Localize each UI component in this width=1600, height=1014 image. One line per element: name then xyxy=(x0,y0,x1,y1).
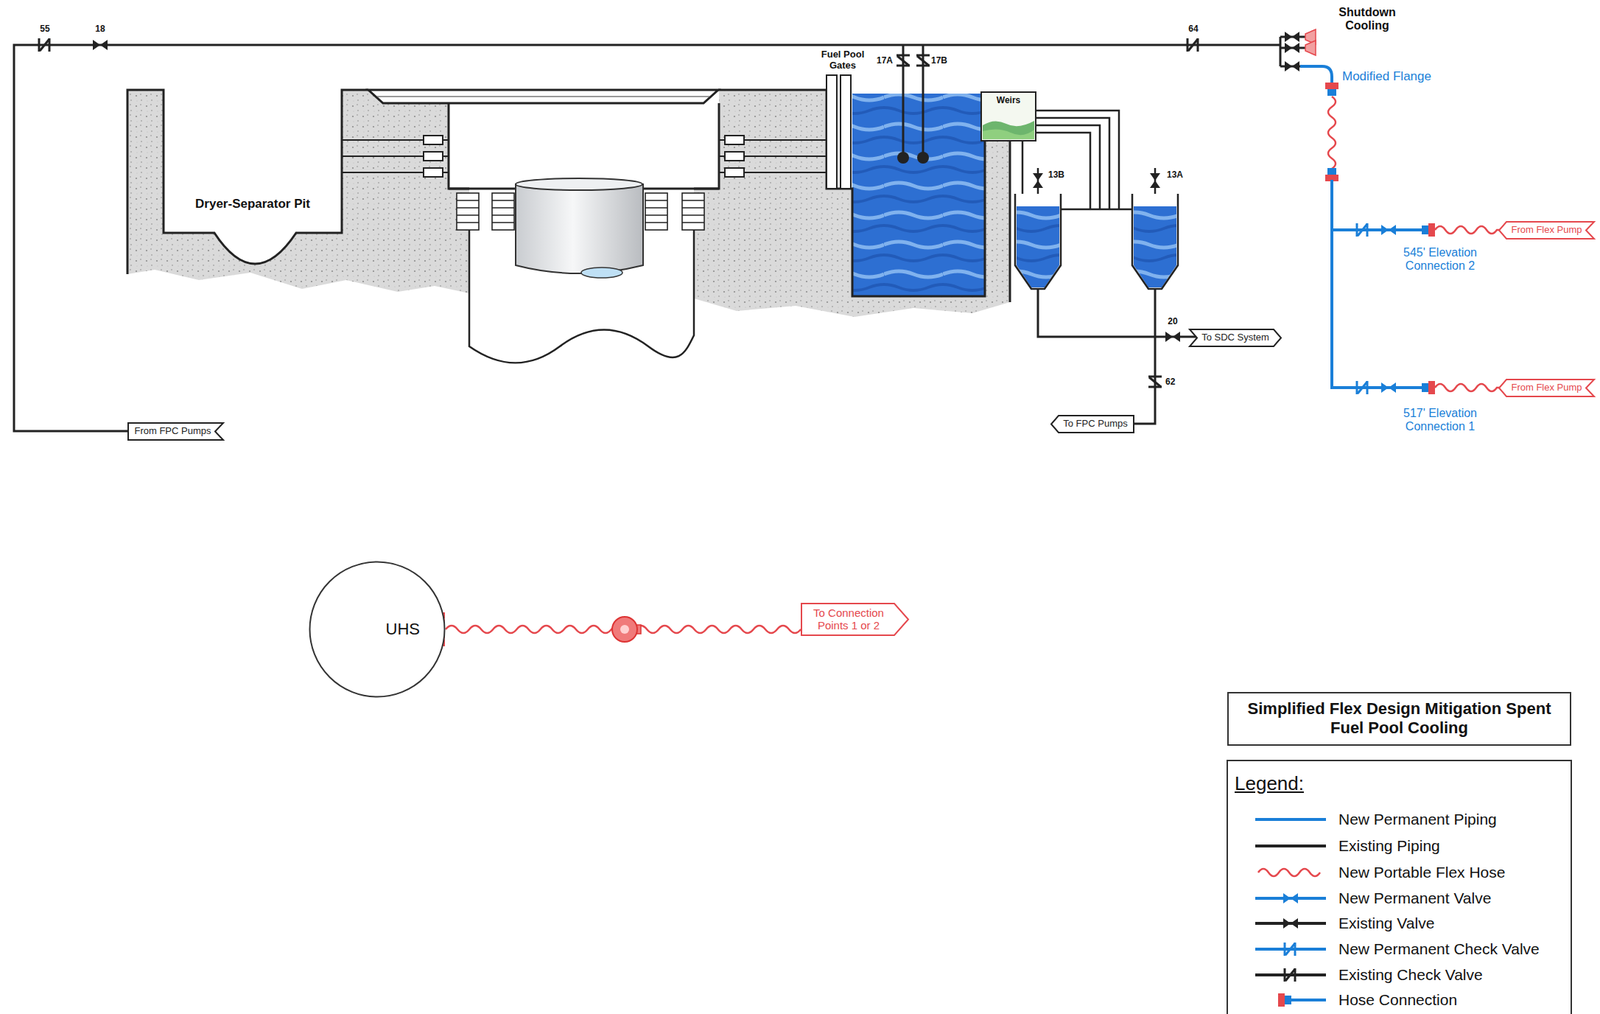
node-text: To Connection Points 1 or 2 xyxy=(807,606,890,633)
off-page-tag: To Connection Points 1 or 2 xyxy=(800,602,910,636)
flex-pump-symbol xyxy=(612,616,638,642)
tag-border xyxy=(1499,379,1595,397)
off-page-tag: To SDC System xyxy=(1188,328,1282,347)
flex-pump-tag: From Flex Pump xyxy=(1498,378,1595,398)
valve-number: 18 xyxy=(95,24,105,34)
tag-border xyxy=(1051,415,1134,433)
node-text: To FPC Pumps xyxy=(1062,418,1128,430)
tag-border xyxy=(128,422,224,440)
valve-number: 17A xyxy=(876,55,893,66)
legend-heading: Legend: xyxy=(1234,772,1304,795)
legend-text: New Permanent Valve xyxy=(1338,889,1491,907)
legend-text: New Portable Flex Hose xyxy=(1338,863,1505,882)
part-label: Dryer-Separator Pit xyxy=(195,196,311,211)
title-box: Simplified Flex Design Mitigation Spent … xyxy=(1227,691,1572,746)
node-text: To SDC System xyxy=(1201,332,1270,344)
node-text: From Flex Pump xyxy=(1510,382,1583,394)
hose-connector xyxy=(445,625,801,633)
off-page-tag: To FPC Pumps xyxy=(1050,414,1135,434)
circle-border xyxy=(310,562,445,697)
legend-text: Existing Check Valve xyxy=(1338,965,1483,984)
valve-number: 64 xyxy=(1188,24,1198,34)
legend-text: Existing Valve xyxy=(1338,914,1435,932)
valve-number: 62 xyxy=(1165,377,1175,387)
legend-text: Hose Connection xyxy=(1338,990,1458,1009)
node-text: From Flex Pump xyxy=(1510,224,1583,236)
off-page-tag: From FPC Pumps xyxy=(127,422,224,441)
valve-number: 20 xyxy=(1167,316,1178,327)
part-label: Fuel Pool Gates xyxy=(816,49,870,71)
tag-border xyxy=(801,603,909,635)
valve-number: 13B xyxy=(1048,170,1065,180)
valve-number: 55 xyxy=(39,24,50,34)
tag-border xyxy=(1189,329,1282,347)
uhs-circle: UHS xyxy=(308,560,446,698)
legend-text: Existing Piping xyxy=(1338,836,1441,855)
node-text: From FPC Pumps xyxy=(134,425,212,437)
valve-number: 13A xyxy=(1166,170,1184,180)
tag-border xyxy=(1499,221,1595,239)
part-label: Weirs xyxy=(996,95,1021,106)
valve-number: 17B xyxy=(931,55,948,66)
legend-text: New Permanent Piping xyxy=(1338,810,1497,828)
modification-label: Modified Flange xyxy=(1342,69,1432,84)
flex-pump-tag: From Flex Pump xyxy=(1498,220,1595,240)
circle-outline xyxy=(308,560,446,698)
system-label: Shutdown Cooling xyxy=(1332,5,1403,33)
connection-label: 517' Elevation Connection 1 xyxy=(1394,406,1487,434)
node-text: UHS xyxy=(360,619,447,638)
legend-text: New Permanent Check Valve xyxy=(1338,939,1540,958)
connection-label: 545' Elevation Connection 2 xyxy=(1394,246,1487,273)
